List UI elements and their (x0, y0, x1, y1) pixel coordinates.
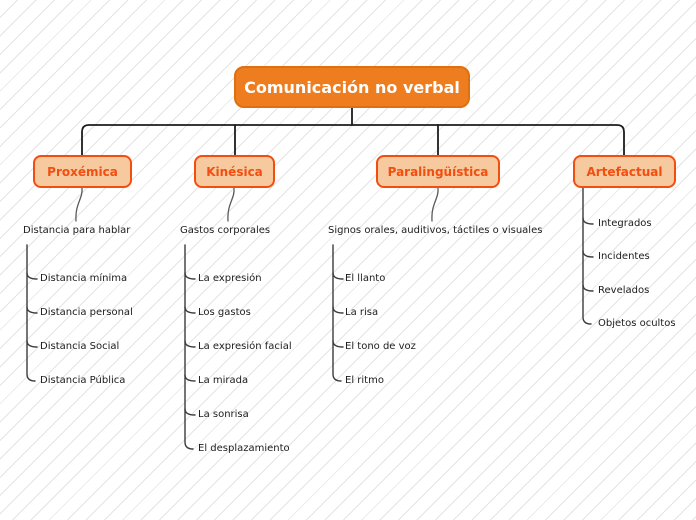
tree-item[interactable]: El ritmo (345, 375, 384, 386)
branch-sublabel-proxemica[interactable]: Distancia para hablar (23, 225, 131, 236)
tree-item[interactable]: Distancia Pública (40, 375, 126, 386)
tree-item[interactable]: Objetos ocultos (598, 318, 676, 329)
branch-node-artefactual[interactable]: Artefactual (573, 155, 676, 188)
tree-item[interactable]: Integrados (598, 218, 652, 229)
tree-item[interactable]: Los gastos (198, 307, 251, 318)
tree-item[interactable]: La sonrisa (198, 409, 249, 420)
tree-item[interactable]: Distancia Social (40, 341, 120, 352)
tree-item[interactable]: Revelados (598, 285, 650, 296)
tree-item[interactable]: La risa (345, 307, 379, 318)
tree-item[interactable]: Incidentes (598, 251, 650, 262)
root-node[interactable]: Comunicación no verbal (234, 66, 470, 108)
tree-item[interactable]: El tono de voz (345, 341, 416, 352)
tree-item[interactable]: La mirada (198, 375, 249, 386)
tree-item[interactable]: El llanto (345, 273, 386, 284)
branch-sublabel-paralinguistica[interactable]: Signos orales, auditivos, táctiles o vis… (328, 225, 543, 236)
tree-item[interactable]: La expresión facial (198, 341, 292, 352)
tree-item[interactable]: Distancia mínima (40, 273, 128, 284)
tree-item[interactable]: El desplazamiento (198, 443, 290, 454)
branch-sublabel-kinesica[interactable]: Gastos corporales (180, 225, 271, 236)
branch-node-paralinguistica[interactable]: Paralingüística (376, 155, 500, 188)
tree-item[interactable]: La expresión (198, 273, 262, 284)
branch-node-proxemica[interactable]: Proxémica (33, 155, 132, 188)
branch-node-kinesica[interactable]: Kinésica (194, 155, 275, 188)
tree-item[interactable]: Distancia personal (40, 307, 133, 318)
